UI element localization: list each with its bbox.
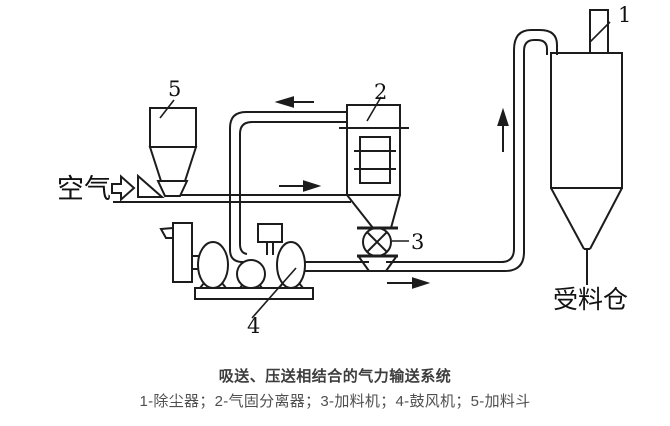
flow-arrow-up (497, 107, 509, 152)
diagram-canvas: 空气 5 2 (57, 3, 631, 338)
rotary-feeder (357, 226, 398, 272)
flow-arrow-right-middle (279, 180, 322, 192)
receiving-silo (550, 52, 623, 285)
label1-leader (589, 21, 611, 43)
feed-hopper (148, 107, 198, 197)
flow-arrow-right-bottom (387, 277, 431, 289)
label2-leader (366, 96, 382, 122)
suction-pipe-top (229, 111, 347, 263)
label4-leader (251, 267, 297, 319)
label-4: 4 (247, 314, 260, 338)
separator-internals (339, 127, 409, 229)
label-2: 2 (374, 80, 387, 104)
label-1: 1 (618, 3, 631, 27)
label-3: 3 (411, 230, 424, 254)
caption-legend: 1-除尘器；2-气固分离器；3-加料机；4-鼓风机；5-加料斗 (139, 393, 531, 410)
suction-pipe-middle (113, 194, 351, 203)
air-inlet-arrow-icon (111, 174, 136, 202)
air-inlet-wedge (137, 173, 165, 198)
label5-leader (159, 99, 175, 119)
air-label: 空气 (57, 174, 111, 204)
flow-arrow-left (274, 96, 314, 108)
caption-title: 吸送、压送相结合的气力输送系统 (218, 368, 452, 385)
pressure-pipe-bottom (305, 29, 558, 272)
dust-collector (589, 9, 609, 54)
blower (159, 222, 314, 300)
receiving-bin-label: 受料仓 (553, 286, 628, 314)
label-5: 5 (168, 77, 181, 101)
